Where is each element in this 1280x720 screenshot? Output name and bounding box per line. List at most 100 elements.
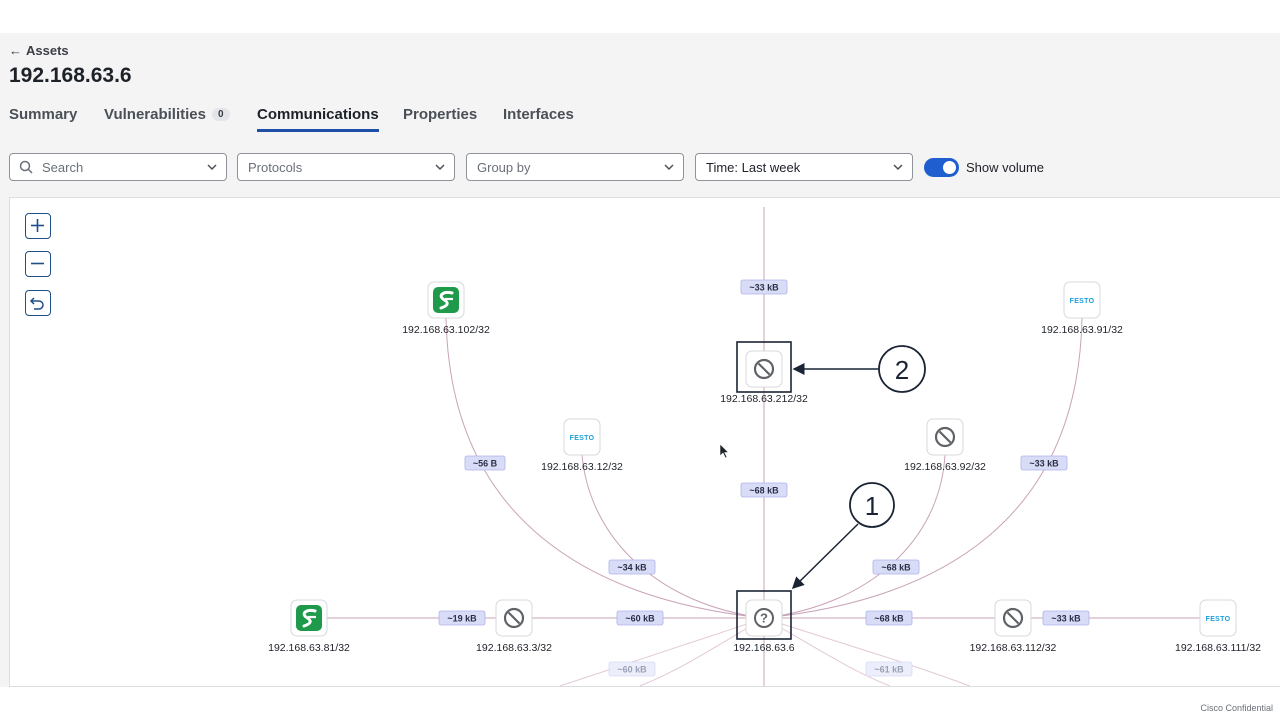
plus-icon bbox=[31, 219, 44, 232]
edge-volume-text: ~68 kB bbox=[874, 614, 904, 624]
chevron-down-icon bbox=[893, 164, 903, 171]
communications-graph-canvas[interactable] bbox=[9, 197, 1280, 687]
festo-logo-icon: FESTO bbox=[1070, 298, 1095, 305]
node-ip-label: 192.168.63.6 bbox=[733, 642, 794, 654]
node-ip-label: 192.168.63.81/32 bbox=[268, 642, 350, 654]
graph-node-n112[interactable]: 192.168.63.112/32 bbox=[970, 599, 1057, 654]
graph-node-n3[interactable]: 192.168.63.3/32 bbox=[476, 599, 552, 654]
minus-icon bbox=[31, 262, 44, 265]
node-ip-label: 192.168.63.112/32 bbox=[970, 642, 1057, 654]
search-icon bbox=[19, 160, 33, 174]
tab-vulnerabilities[interactable]: Vulnerabilities 0 bbox=[104, 106, 230, 123]
callout-annotations: 12 bbox=[719, 341, 926, 640]
node-ip-label: 192.168.63.91/32 bbox=[1041, 324, 1123, 336]
node-ip-label: 192.168.63.212/32 bbox=[720, 393, 808, 405]
svg-text:FESTO: FESTO bbox=[570, 435, 595, 442]
festo-logo-icon: FESTO bbox=[1206, 616, 1231, 623]
callout-circle-1 bbox=[849, 482, 895, 528]
callout-circle-2 bbox=[878, 345, 926, 393]
graph-edge-faded bbox=[559, 617, 765, 687]
highlight-box-212 bbox=[736, 341, 792, 393]
zoom-in-button[interactable] bbox=[25, 213, 51, 239]
time-range-select[interactable]: Time: Last week bbox=[695, 153, 913, 181]
schneider-logo-icon bbox=[433, 287, 459, 313]
edge-volume-label: ~60 kB bbox=[616, 610, 664, 626]
node-ip-label: 192.168.63.92/32 bbox=[904, 461, 986, 473]
group-by-select[interactable]: Group by bbox=[466, 153, 684, 181]
tab-label: Summary bbox=[9, 106, 78, 123]
highlight-box-center bbox=[736, 590, 792, 640]
graph-edge bbox=[445, 317, 765, 619]
graph-edge-faded bbox=[763, 617, 971, 687]
group-by-placeholder: Group by bbox=[477, 160, 531, 175]
communications-graph: ~56 B~34 kB~68 kB~33 kB~68 kB~33 kB~19 k… bbox=[268, 207, 1261, 687]
blocked-icon bbox=[753, 358, 775, 380]
edge-volume-label: ~33 kB bbox=[740, 279, 788, 295]
toggle-knob bbox=[943, 161, 956, 174]
edge-volume-text: ~33 kB bbox=[1051, 614, 1081, 624]
show-volume-toggle[interactable] bbox=[924, 158, 959, 177]
tab-interfaces[interactable]: Interfaces bbox=[503, 106, 574, 123]
time-value: Last week bbox=[741, 160, 801, 175]
tab-summary[interactable]: Summary bbox=[9, 106, 77, 123]
edge-volume-label: ~68 kB bbox=[865, 610, 913, 626]
protocols-select[interactable]: Protocols bbox=[237, 153, 455, 181]
graph-node-n212[interactable]: 192.168.63.212/32 bbox=[720, 350, 808, 405]
tab-communications[interactable]: Communications bbox=[257, 106, 379, 132]
tab-properties[interactable]: Properties bbox=[403, 106, 477, 123]
edge-volume-text: ~68 kB bbox=[881, 563, 911, 573]
back-label: Assets bbox=[26, 43, 69, 58]
graph-node-n92[interactable]: 192.168.63.92/32 bbox=[904, 418, 986, 473]
svg-text:?: ? bbox=[760, 611, 768, 626]
svg-text:FESTO: FESTO bbox=[1070, 298, 1095, 305]
time-label: Time: bbox=[706, 160, 739, 175]
reset-view-button[interactable] bbox=[25, 290, 51, 316]
blocked-icon bbox=[934, 426, 956, 448]
mouse-cursor-icon bbox=[719, 443, 730, 459]
edge-volume-text: ~56 B bbox=[473, 459, 498, 469]
edge-volume-label: ~33 kB bbox=[1020, 455, 1068, 471]
footer-confidential: Cisco Confidential bbox=[1200, 703, 1273, 713]
undo-icon bbox=[29, 297, 44, 310]
tab-label: Interfaces bbox=[503, 106, 574, 123]
edge-volume-label: ~68 kB bbox=[872, 559, 920, 575]
callout-number-2: 2 bbox=[895, 355, 909, 385]
chevron-down-icon bbox=[207, 164, 217, 171]
edge-volume-label: ~33 kB bbox=[1042, 610, 1090, 626]
edge-volume-text: ~33 kB bbox=[749, 283, 779, 293]
graph-node-n102[interactable]: 192.168.63.102/32 bbox=[402, 281, 490, 336]
graph-node-n91[interactable]: FESTO 192.168.63.91/32 bbox=[1041, 281, 1123, 336]
search-placeholder: Search bbox=[42, 160, 84, 175]
tab-label: Vulnerabilities bbox=[104, 106, 206, 123]
edge-volume-label: ~19 kB bbox=[438, 610, 486, 626]
page-title: 192.168.63.6 bbox=[9, 64, 132, 87]
vulnerability-count-badge: 0 bbox=[211, 108, 230, 121]
edge-volume-text: ~60 kB bbox=[625, 614, 655, 624]
graph-edge-labels: ~56 B~34 kB~68 kB~33 kB~68 kB~33 kB~19 k… bbox=[438, 279, 1090, 677]
edge-volume-text: ~33 kB bbox=[1029, 459, 1059, 469]
graph-node-n111[interactable]: FESTO 192.168.63.111/32 bbox=[1175, 599, 1261, 654]
edge-volume-text: ~61 kB bbox=[874, 665, 904, 675]
svg-text:FESTO: FESTO bbox=[1206, 616, 1231, 623]
graph-edge bbox=[763, 317, 1083, 619]
tab-label: Communications bbox=[257, 106, 379, 123]
search-input[interactable]: Search bbox=[9, 153, 227, 181]
question-icon: ? bbox=[754, 608, 774, 628]
zoom-out-button[interactable] bbox=[25, 251, 51, 277]
schneider-logo-icon bbox=[296, 605, 322, 631]
chevron-down-icon bbox=[435, 164, 445, 171]
back-to-assets-link[interactable]: ← Assets bbox=[9, 43, 69, 58]
edge-volume-label: ~60 kB bbox=[608, 661, 656, 677]
edge-volume-label: ~56 B bbox=[464, 455, 506, 471]
edge-volume-label: ~61 kB bbox=[865, 661, 913, 677]
graph-node-center[interactable]: ? 192.168.63.6 bbox=[733, 599, 795, 654]
protocols-placeholder: Protocols bbox=[248, 160, 303, 175]
arrow-left-icon: ← bbox=[9, 43, 22, 58]
callout-arrow-1 bbox=[791, 523, 859, 590]
graph-node-n81[interactable]: 192.168.63.81/32 bbox=[268, 599, 350, 654]
festo-logo-icon: FESTO bbox=[570, 435, 595, 442]
node-ip-label: 192.168.63.3/32 bbox=[476, 642, 552, 654]
node-ip-label: 192.168.63.111/32 bbox=[1175, 642, 1261, 654]
edge-volume-text: ~60 kB bbox=[617, 665, 647, 675]
